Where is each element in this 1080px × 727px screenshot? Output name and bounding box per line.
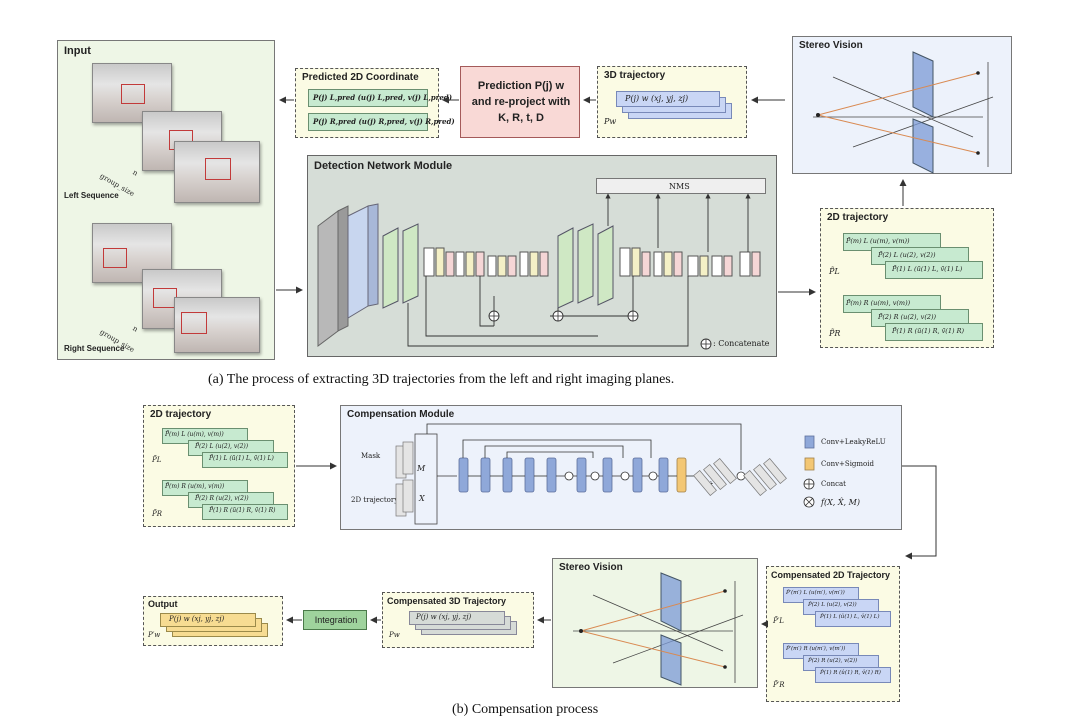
- top-right-card-1: P̃(1) R (ũ(1) R, ṽ(1) R): [885, 323, 983, 341]
- output-title: Output: [148, 599, 178, 609]
- mask-label: Mask: [361, 452, 381, 460]
- comp-label-left: P̃′L: [773, 617, 784, 625]
- top-left-row-2: P̃(2) L (u(2), v(2)): [878, 251, 936, 259]
- nms-bar: NMS: [596, 178, 766, 194]
- comp-right-card-1: P̂(1) R (û(1) R, v̂(1) R): [815, 667, 891, 683]
- left-sequence-label: Left Sequence: [64, 191, 119, 200]
- top-label-right: P̃R: [829, 329, 841, 338]
- prediction-line-1: Prediction P(j) w: [477, 80, 565, 92]
- predicted-right-card: P(j) R,pred (u(j) R,pred, v(j) R,pred): [308, 113, 455, 131]
- bot-label-left: P̃L: [152, 456, 162, 464]
- right-n-label: n: [131, 324, 140, 334]
- top-right-row-m: P̃(m) R (u(m), v(m)): [846, 299, 911, 307]
- stereo-geometry-top: [813, 51, 994, 174]
- trajectory-2d-panel-bottom: 2D trajectory P̃(m) L (u(m), v(m)) P̃(2)…: [143, 405, 295, 527]
- integration-label: Integration: [314, 615, 358, 625]
- x-symbol: X: [419, 494, 425, 503]
- prediction-line-2: and re-project with: [471, 96, 571, 108]
- input-title: Input: [64, 45, 91, 57]
- m-symbol: M: [417, 464, 426, 473]
- trajectory-3d-text: P(j) w (xj, yj, zj): [625, 94, 689, 103]
- trajectory-3d-panel: 3D trajectory P(j) w (xj, yj, zj) Pw: [597, 66, 747, 138]
- bot-left-row-m: P̃(m) L (u(m), v(m)): [165, 431, 224, 438]
- comp-left-row-m: P̃′(m′) L (u(m′), v(m′)): [786, 590, 845, 596]
- bot-label-right: P̃R: [152, 510, 162, 518]
- bot-left-row-2: P̃(2) L (u(2), v(2)): [195, 443, 249, 450]
- trajectory-3d-title: 3D trajectory: [604, 70, 666, 81]
- right-sequence-label: Right Sequence: [64, 344, 125, 353]
- left-frame-1: [92, 63, 172, 123]
- compensated-2d-panel: Compensated 2D Trajectory P̃′(m′) L (u(m…: [766, 566, 900, 702]
- concat-legend-label: : Concatenate: [713, 339, 770, 348]
- nms-label: NMS: [669, 182, 690, 191]
- stereo-vision-panel-bottom: Stereo Vision: [552, 558, 758, 688]
- detection-panel: Detection Network Module NMS: [307, 155, 777, 357]
- bot-right-row-m: P̃(m) R (u(m), v(m)): [165, 483, 225, 490]
- compensated-2d-title: Compensated 2D Trajectory: [771, 570, 891, 580]
- top-right-card-2: P̃(2) R (u(2), v(2)): [871, 309, 969, 327]
- comp3d-card-1: P(j) w (xj, yj, zj): [409, 611, 505, 625]
- comp3d-text: P(j) w (xj, yj, zj): [416, 613, 472, 621]
- comp-left-row-1: P̂(1) L (û(1) L, v̂(1) L): [820, 614, 880, 620]
- predicted-right-text: P(j) R,pred (u(j) R,pred, v(j) R,pred): [313, 117, 455, 126]
- compensated-3d-title: Compensated 3D Trajectory: [387, 596, 507, 606]
- prediction-line-3: K, R, t, D: [498, 112, 544, 124]
- left-n-label: n: [131, 168, 140, 178]
- output-card-1: P(j) w (xj, yj, zj): [160, 613, 256, 627]
- legend-conv-sigmoid: Conv+Sigmoid: [821, 460, 874, 468]
- trajectory-3d-card-1: P(j) w (xj, yj, zj): [616, 91, 720, 107]
- left-frame-3: [174, 141, 260, 203]
- stereo-vision-panel-top: Stereo Vision: [792, 36, 1012, 174]
- top-right-row-1: P̃(1) R (ũ(1) R, ṽ(1) R): [892, 327, 965, 335]
- stereo-vision-title-top: Stereo Vision: [799, 40, 863, 51]
- compensation-panel: Compensation Module Mask 2D trajectory M…: [340, 405, 902, 530]
- bot-right-row-2: P̃(2) R (u(2), v(2)): [195, 495, 249, 502]
- compensation-title: Compensation Module: [347, 409, 455, 420]
- top-label-left: P̃L: [829, 267, 840, 276]
- comp-right-row-1: P̂(1) R (û(1) R, v̂(1) R): [820, 670, 881, 676]
- detection-title: Detection Network Module: [314, 160, 453, 172]
- stereo-geometry-bottom: [573, 572, 744, 686]
- comp-left-card-1: P̂(1) L (û(1) L, v̂(1) L): [815, 611, 891, 627]
- bot-right-card-1: P̃(1) R (ũ(1) R, ṽ(1) R): [202, 504, 288, 520]
- traj-2d-label: 2D trajectory: [351, 496, 399, 504]
- comp-right-row-m: P̃′(m′) R (u(m′), v(m′)): [786, 646, 846, 652]
- detection-network-diagram: [317, 193, 761, 350]
- caption-a: (a) The process of extracting 3D traject…: [208, 372, 675, 387]
- predicted-2d-title: Predicted 2D Coordinate: [302, 72, 419, 83]
- top-left-card-1: P̃(1) L (ũ(1) L, ṽ(1) L): [885, 261, 983, 279]
- comp3d-label: Pw: [389, 631, 400, 639]
- trajectory-2d-panel-top: 2D trajectory P̃(m) L (u(m), v(m)) P̃(2)…: [820, 208, 994, 348]
- stereo-vision-title-bottom: Stereo Vision: [559, 562, 623, 573]
- output-text: P(j) w (xj, yj, zj): [169, 615, 225, 623]
- legend-f-func: f(X, X̂, M): [821, 498, 860, 507]
- top-left-row-1: P̃(1) L (ũ(1) L, ṽ(1) L): [892, 265, 963, 273]
- compensation-diagram: [395, 423, 815, 525]
- output-label: P′w: [148, 631, 161, 639]
- trajectory-2d-title-bottom: 2D trajectory: [150, 409, 212, 420]
- caption-b: (b) Compensation process: [452, 702, 599, 717]
- predicted-left-text: P(j) L,pred (u(j) L,pred, v(j) L,pred): [313, 93, 453, 102]
- compensated-3d-panel: Compensated 3D Trajectory P(j) w (xj, yj…: [382, 592, 534, 648]
- top-left-row-m: P̃(m) L (u(m), v(m)): [846, 237, 910, 245]
- bot-right-row-1: P̃(1) R (ũ(1) R, ṽ(1) R): [209, 507, 276, 514]
- integration-box: Integration: [303, 610, 367, 630]
- legend-conv-leaky: Conv+LeakyReLU: [821, 438, 886, 446]
- predicted-2d-panel: Predicted 2D Coordinate P(j) L,pred (u(j…: [295, 68, 455, 138]
- predicted-left-card: P(j) L,pred (u(j) L,pred, v(j) L,pred): [308, 89, 452, 107]
- top-right-row-2: P̃(2) R (u(2), v(2)): [878, 313, 937, 321]
- right-frame-3: [174, 297, 260, 353]
- output-panel: Output P(j) w (xj, yj, zj) P′w: [143, 596, 283, 646]
- trajectory-3d-label: Pw: [604, 117, 617, 126]
- bot-left-row-1: P̃(1) L (ũ(1) L, ṽ(1) L): [209, 455, 274, 462]
- comp-right-row-2: P̂(2) R (u(2), v(2)): [808, 658, 858, 664]
- bot-left-card-1: P̃(1) L (ũ(1) L, ṽ(1) L): [202, 452, 288, 468]
- comp-label-right: P̃′R: [773, 681, 785, 689]
- trajectory-2d-title-top: 2D trajectory: [827, 212, 889, 223]
- legend-concat: Concat: [821, 480, 846, 488]
- prediction-box: Prediction P(j) w and re-project with K,…: [460, 66, 580, 138]
- comp-left-row-2: P̂(2) L (u(2), v(2)): [808, 602, 857, 608]
- input-panel: Input Left Sequence group_size n Right S…: [57, 40, 275, 360]
